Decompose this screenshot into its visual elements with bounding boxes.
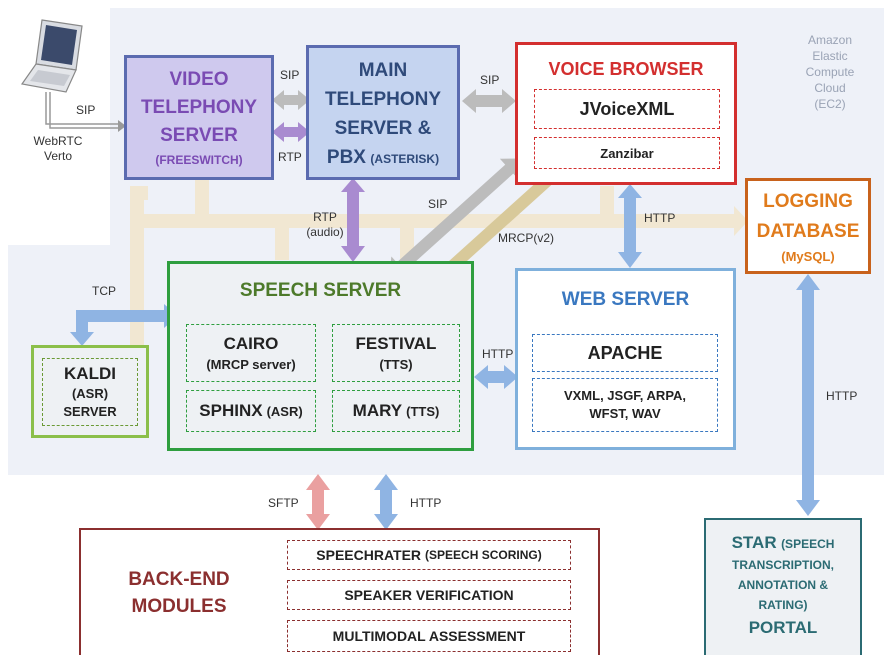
http-backend-arrow [374,474,398,530]
rtp-label-video-main: RTP [278,150,302,164]
rtp-audio-label: RTP (audio) [306,210,344,239]
multimodal-assessment-module: MULTIMODAL ASSESSMENT [287,620,571,652]
ec2-label: Amazon Elastic Compute Cloud (EC2) [805,33,855,111]
tcp-arrow-kaldi-speech [70,304,178,346]
sphinx-module: SPHINX (ASR) [186,390,316,432]
sip-arrow-video-main [272,90,310,110]
tcp-label: TCP [92,284,116,298]
sip-diagonal-label: SIP [428,197,448,211]
http-label-voice-web: HTTP [644,211,676,225]
http-arrow-speech-web [474,365,518,389]
laptop-lines [45,92,120,129]
laptop-icon [18,18,88,94]
tan-bus [130,180,748,346]
video-telephony-server: VIDEO TELEPHONY SERVER (FREESWITCH) [124,55,274,180]
sip-arrow-main-voice [462,89,516,113]
cairo-module: CAIRO (MRCP server) [186,324,316,382]
jvoicexml-module: JVoiceXML [534,89,720,129]
main-telephony-server: MAIN TELEPHONY SERVER & PBX (ASTERISK) [306,45,460,180]
rtp-arrow-main-speech [341,178,365,262]
sftp-arrow [306,474,330,530]
laptop-webrtc-label: WebRTC Verto [33,134,83,163]
festival-module: FESTIVAL (TTS) [332,324,460,382]
http-label-speech-web: HTTP [482,347,514,361]
voice-browser: VOICE BROWSER JVoiceXML Zanzibar [515,42,737,185]
web-server: WEB SERVER APACHE VXML, JSGF, ARPA, WFST… [515,268,736,450]
kaldi-asr-server: KALDI (ASR) SERVER [31,345,149,438]
apache-module: APACHE [532,334,718,372]
speaker-verification-module: SPEAKER VERIFICATION [287,580,571,610]
mrcp-label: MRCP(v2) [498,231,554,245]
http-star-label: HTTP [826,389,858,403]
backend-title: BACK-END MODULES [128,569,230,617]
http-backend-label: HTTP [410,496,442,510]
sip-label-main-voice: SIP [480,73,500,87]
voice-browser-title: VOICE BROWSER [548,59,704,79]
logging-database: LOGGING DATABASE (MySQL) [745,178,871,274]
star-portal: STAR (SPEECH TRANSCRIPTION, ANNOTATION &… [704,518,862,655]
sip-label-video-main: SIP [280,68,300,82]
sftp-label: SFTP [268,496,299,510]
backend-modules: BACK-END MODULES SPEECHRATER (SPEECH SCO… [79,528,600,655]
formats-module: VXML, JSGF, ARPA, WFST, WAV [532,378,718,432]
rtp-arrow-video-main [272,122,310,142]
mary-module: MARY (TTS) [332,390,460,432]
kaldi-inner: KALDI (ASR) SERVER [42,358,138,426]
laptop-sip-label: SIP [76,103,96,117]
speech-server-title: SPEECH SERVER [239,280,402,301]
web-server-title: WEB SERVER [561,289,690,310]
http-arrow-voice-web [618,184,642,268]
speechrater-module: SPEECHRATER (SPEECH SCORING) [287,540,571,570]
http-star-arrow [796,274,820,516]
speech-server: SPEECH SERVER CAIRO (MRCP server) FESTIV… [167,261,474,451]
zanzibar-module: Zanzibar [534,137,720,169]
